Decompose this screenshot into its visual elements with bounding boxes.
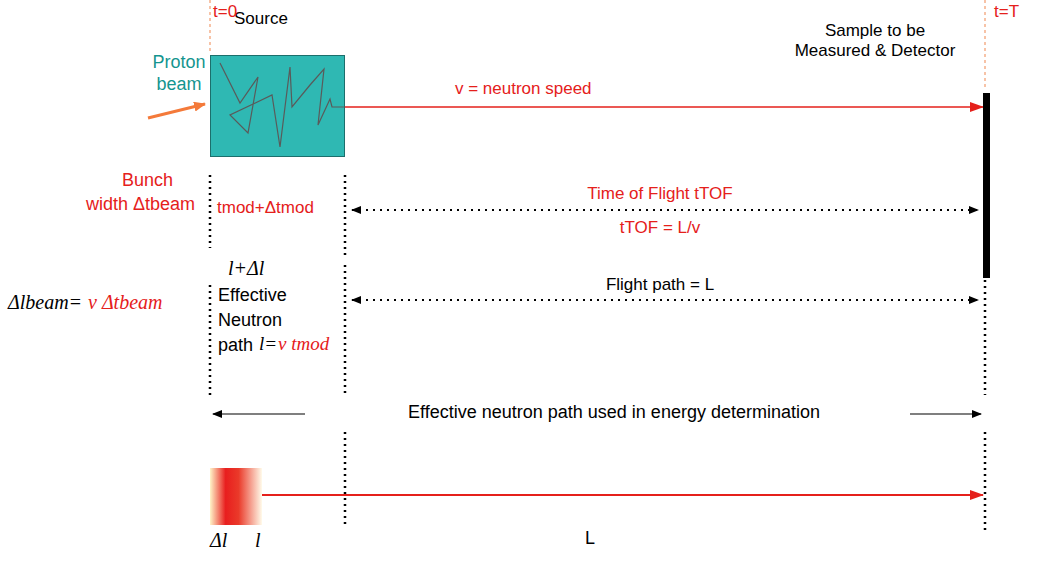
time-label: t=T (994, 2, 1019, 22)
path-label: l+Δl (228, 256, 264, 280)
length-formula: v Δtbeam (88, 290, 163, 314)
effective-path-label: Effective neutron path used in energy de… (318, 402, 910, 424)
source-box: Source (210, 55, 345, 157)
edge-label: v = neutron speed (455, 79, 592, 99)
bunch-label: Bunch (100, 170, 195, 192)
tof-formula: tTOF = L/v (510, 218, 810, 238)
length-label: L (585, 528, 595, 550)
tof-label: Time of Flight tTOF (510, 184, 810, 204)
node-heading: Sample to be Measured & Detector (791, 21, 959, 62)
beam-label: Proton beam (148, 52, 210, 95)
time-label: t=0 (213, 2, 237, 22)
path-formula: v tmod (278, 333, 329, 356)
length-formula: Δlbeam= (8, 290, 82, 314)
moderation-time: tmod+Δtmod (217, 198, 314, 218)
neutron-path-arrow (345, 106, 983, 108)
length-label: l (255, 528, 261, 552)
flight-path-label: Flight path = L (510, 275, 810, 295)
scatter-path (210, 55, 345, 157)
path-formula: l= (259, 333, 277, 356)
detector-bar: Sample to be Measured & Detector (983, 93, 990, 278)
bunch-label: width Δtbeam (86, 194, 195, 216)
node-heading: Source (234, 9, 288, 29)
length-label: Δl (210, 528, 227, 552)
